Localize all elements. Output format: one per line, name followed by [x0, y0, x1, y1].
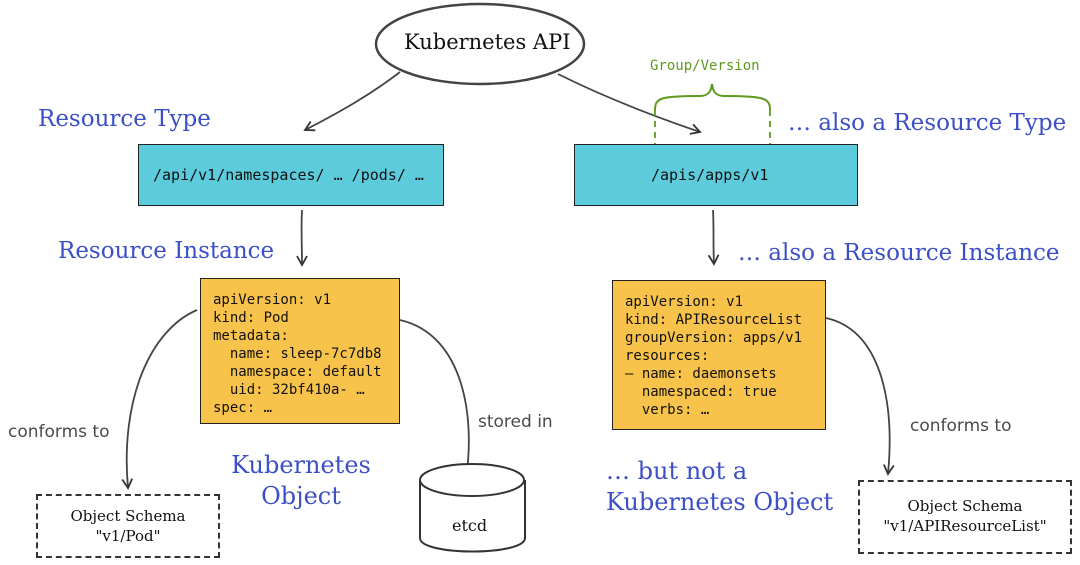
- left-resource-path: /api/v1/namespaces/ … /pods/ …: [153, 166, 424, 184]
- also-resource-instance-label: … also a Resource Instance: [738, 240, 1060, 266]
- arrow-stored-in: [399, 319, 474, 480]
- pod-schema-line2: "v1/Pod": [95, 527, 161, 545]
- arrow-right-conforms: [825, 317, 895, 476]
- group-version-label: Group/Version: [650, 58, 760, 74]
- kubernetes-object-line1: Kubernetes: [231, 451, 371, 479]
- kubernetes-object-label: Kubernetes Object: [226, 450, 376, 512]
- not-object-line2: Kubernetes Object: [606, 488, 834, 517]
- api-node-label: Kubernetes API: [404, 30, 571, 54]
- manifest-line: metadata:: [213, 328, 289, 344]
- apiresourcelist-schema-line1: Object Schema: [907, 497, 1023, 515]
- apiresourcelist-schema-line2: "v1/APIResourceList": [883, 517, 1047, 535]
- api-ellipse: [374, 2, 586, 86]
- left-resource-path-box: /api/v1/namespaces/ … /pods/ …: [138, 144, 444, 206]
- arrow-api-to-right-type: [557, 73, 702, 135]
- manifest-line: namespace: default: [213, 364, 382, 380]
- arrow-api-to-left-type: [303, 71, 401, 132]
- manifest-line: – name: daemonsets: [625, 366, 777, 382]
- right-resource-path-box: /apis/apps/v1: [574, 144, 858, 206]
- arrow-right-type-to-instance: [707, 209, 720, 266]
- etcd-label: etcd: [452, 516, 488, 535]
- pod-manifest-box: apiVersion: v1 kind: Pod metadata: name:…: [200, 278, 400, 424]
- manifest-line: resources:: [625, 348, 710, 364]
- not-object-line1: … but not a: [606, 457, 748, 485]
- resource-instance-label: Resource Instance: [58, 238, 275, 264]
- manifest-line: apiVersion: v1: [625, 294, 744, 310]
- manifest-line: namespaced: true: [625, 384, 777, 400]
- manifest-line: uid: 32bf410a- …: [213, 382, 365, 398]
- resource-type-label: Resource Type: [38, 106, 211, 132]
- arrow-left-conforms: [121, 309, 198, 490]
- pod-schema-line1: Object Schema: [70, 507, 186, 525]
- manifest-line: kind: APIResourceList: [625, 312, 803, 328]
- manifest-line: name: sleep-7c7db8: [213, 346, 382, 362]
- also-resource-type-label: … also a Resource Type: [788, 110, 1067, 136]
- apiresourcelist-schema-box: Object Schema "v1/APIResourceList": [858, 480, 1072, 554]
- manifest-line: spec: …: [213, 400, 273, 416]
- not-kubernetes-object-label: … but not a Kubernetes Object: [606, 456, 846, 518]
- right-conforms-label: conforms to: [910, 416, 1012, 436]
- pod-schema-box: Object Schema "v1/Pod": [36, 494, 220, 558]
- manifest-line: groupVersion: apps/v1: [625, 330, 803, 346]
- manifest-line: verbs: …: [625, 402, 710, 418]
- left-conforms-label: conforms to: [8, 422, 110, 442]
- group-version-bracket: [654, 83, 771, 111]
- etcd-cylinder: [419, 463, 526, 553]
- manifest-line: kind: Pod: [213, 310, 289, 326]
- stored-in-label: stored in: [478, 412, 553, 432]
- manifest-line: apiVersion: v1: [213, 292, 332, 308]
- apiresourcelist-manifest-box: apiVersion: v1 kind: APIResourceList gro…: [612, 280, 826, 430]
- right-resource-path: /apis/apps/v1: [651, 166, 769, 184]
- kubernetes-object-line2: Object: [261, 482, 341, 511]
